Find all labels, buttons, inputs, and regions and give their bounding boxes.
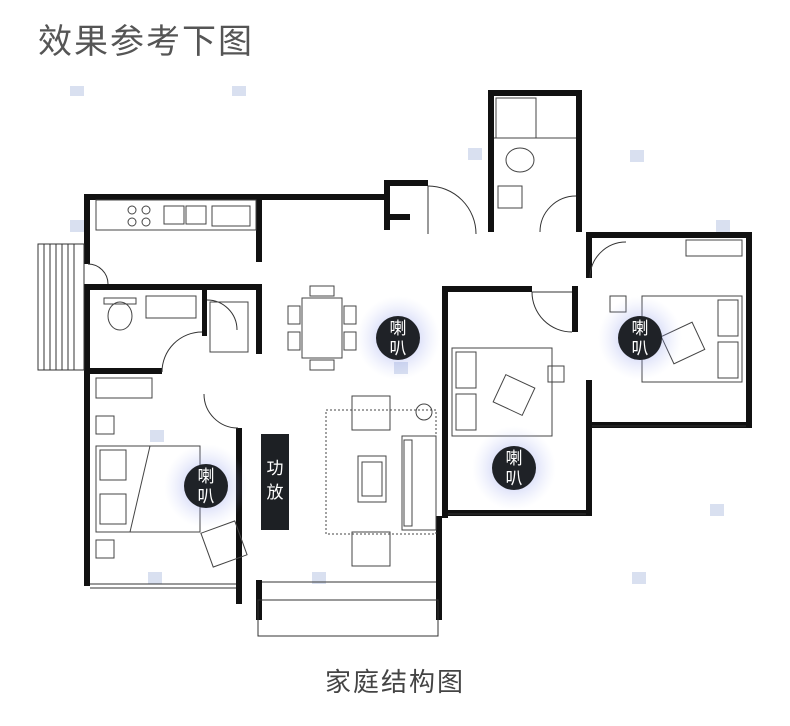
speaker-label-line2: 叭 [198, 487, 215, 507]
thin-lines [37, 185, 746, 637]
amplifier-box [261, 434, 289, 530]
amplifier-label-line2: 放 [267, 483, 284, 503]
amplifier-label-line1: 功 [267, 459, 284, 479]
diagram-caption: 家庭结构图 [324, 668, 465, 698]
living-room-furniture [325, 395, 437, 567]
speaker-dining: 喇 叭 [356, 296, 440, 380]
speaker-label-line2: 叭 [390, 339, 407, 359]
top-bathroom-fixtures [494, 97, 576, 209]
speaker-label-line1: 喇 [390, 319, 407, 339]
speaker-label-line1: 喇 [198, 467, 215, 487]
watermark-marks [70, 86, 730, 584]
middle-bedroom-furniture [451, 347, 565, 437]
walls [84, 90, 752, 620]
speaker-middle-bedroom: 喇 叭 [472, 426, 556, 510]
dining-table [287, 285, 357, 371]
speaker-label-line2: 叭 [506, 469, 523, 489]
page-title: 效果参考下图 [38, 22, 254, 62]
speaker-label-line1: 喇 [506, 449, 523, 469]
speaker-right-bedroom: 喇 叭 [598, 296, 682, 380]
speaker-left-bedroom: 喇 叭 [164, 444, 248, 528]
left-bathroom-fixtures [103, 295, 249, 353]
amplifier: 功 放 [261, 434, 289, 530]
speaker-label-line1: 喇 [632, 319, 649, 339]
kitchen-counter [95, 199, 257, 231]
speaker-label-line2: 叭 [632, 339, 649, 359]
